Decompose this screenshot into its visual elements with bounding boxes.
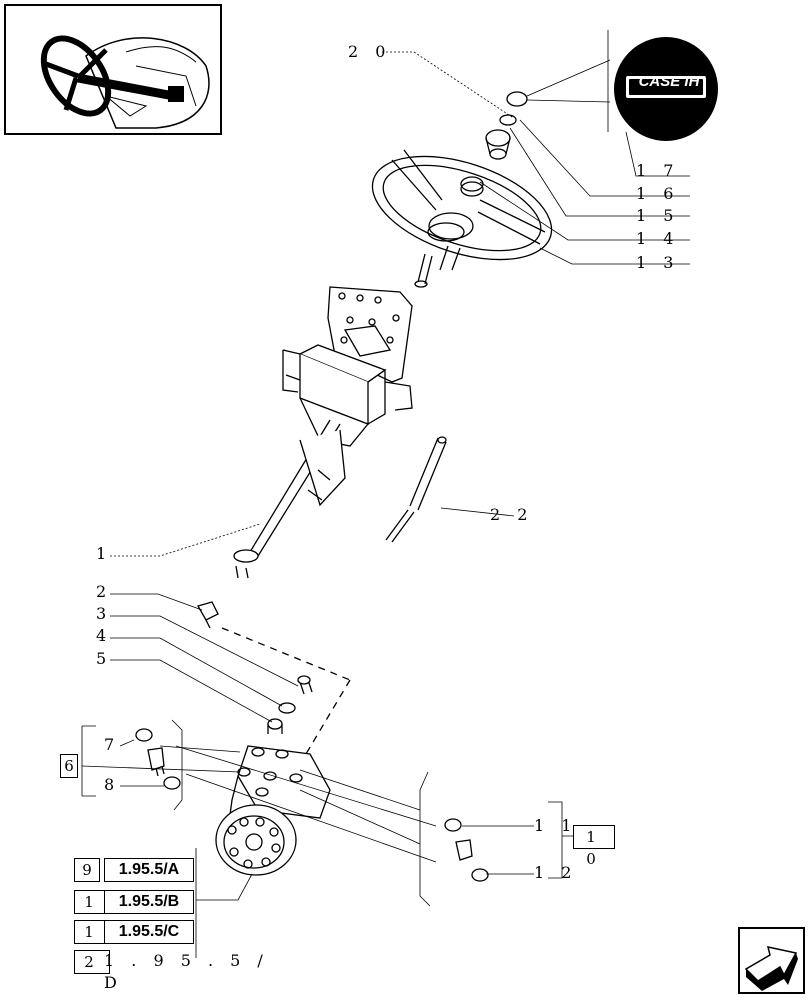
callout-22: 2 2 bbox=[490, 505, 534, 524]
logo-text: CASE IH bbox=[638, 73, 700, 90]
ref-link-c[interactable]: 1.95.5/C bbox=[104, 920, 194, 944]
callout-2: 2 bbox=[96, 582, 113, 601]
steering-wheel-rim bbox=[371, 155, 553, 261]
callout-12: 1 2 bbox=[534, 863, 578, 882]
wheel-spoke bbox=[477, 199, 546, 245]
ref-link-a[interactable]: 1.95.5/A bbox=[104, 858, 194, 882]
callout-16: 1 6 bbox=[636, 184, 680, 203]
ref-num-21: 2 1 bbox=[74, 950, 110, 974]
box-6: 6 bbox=[60, 754, 78, 778]
fitting-11 bbox=[444, 818, 462, 832]
callout-17: 1 7 bbox=[636, 161, 680, 180]
o-ring-12 bbox=[471, 868, 489, 882]
bolt-3 bbox=[297, 675, 311, 685]
callout-5: 5 bbox=[96, 649, 113, 668]
ref-link-b[interactable]: 1.95.5/B bbox=[104, 890, 194, 914]
box-10: 1 0 bbox=[573, 825, 615, 868]
wheel-hub bbox=[428, 212, 474, 240]
cap-16 bbox=[485, 129, 511, 147]
callout-1: 1 bbox=[96, 544, 113, 563]
gas-strut-22 bbox=[409, 437, 447, 511]
callout-20: 2 0 bbox=[348, 42, 392, 61]
callout-4: 4 bbox=[96, 626, 113, 645]
washer-4 bbox=[278, 702, 296, 714]
callout-15: 1 5 bbox=[636, 206, 680, 225]
emblem-20 bbox=[506, 91, 528, 107]
callout-14: 1 4 bbox=[636, 229, 680, 248]
steering-wheel-thumbnail-icon bbox=[4, 4, 222, 135]
wheel-spoke bbox=[391, 149, 443, 211]
callout-7: 7 bbox=[104, 735, 121, 754]
next-page-arrow-icon[interactable] bbox=[738, 927, 805, 994]
case-ih-logo bbox=[614, 37, 718, 141]
washer-15 bbox=[499, 114, 517, 126]
upper-shaft bbox=[417, 253, 433, 285]
callout-13: 1 3 bbox=[636, 253, 680, 272]
wheel-spoke bbox=[439, 245, 461, 271]
callout-3: 3 bbox=[96, 604, 113, 623]
callout-8: 8 bbox=[104, 775, 121, 794]
ref-link-d[interactable]: 1 . 9 5 . 5 / D bbox=[104, 951, 269, 992]
fitting-7 bbox=[135, 728, 153, 742]
o-ring-8 bbox=[163, 776, 181, 790]
coupling-2 bbox=[197, 601, 219, 621]
callout-11: 1 1 bbox=[534, 816, 578, 835]
ref-num-9: 9 bbox=[74, 858, 100, 882]
